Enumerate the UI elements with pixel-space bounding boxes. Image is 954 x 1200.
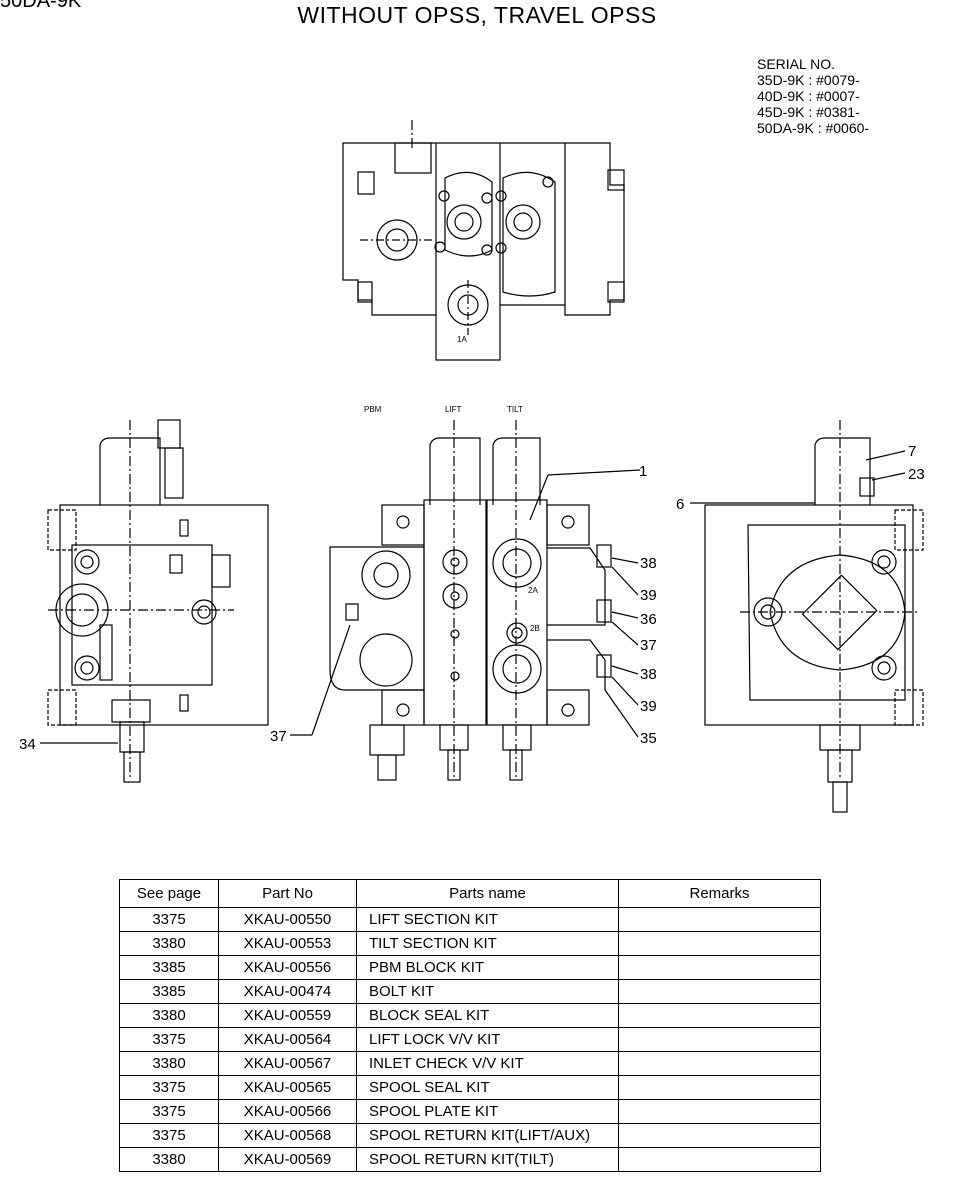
remarks-cell	[618, 955, 821, 980]
parts-name-cell: PBM BLOCK KIT	[356, 955, 619, 980]
serial-line: 35D-9K : #0079-	[757, 72, 860, 88]
section-label-pbm: PBM	[364, 405, 382, 414]
column-header: Remarks	[618, 879, 821, 908]
table-header-row: See page Part No Parts name Remarks	[119, 879, 821, 908]
see-page-cell: 3375	[119, 907, 219, 932]
part-no-cell: XKAU-00566	[218, 1099, 357, 1124]
part-no-cell: XKAU-00550	[218, 907, 357, 932]
front-view: PBM LIFT TILT	[329, 405, 612, 781]
remarks-cell	[618, 1123, 821, 1148]
remarks-cell	[618, 1003, 821, 1028]
remarks-cell	[618, 979, 821, 1004]
callout-number: 7	[908, 443, 916, 460]
parts-name-cell: SPOOL SEAL KIT	[356, 1075, 619, 1100]
part-no-cell: XKAU-00565	[218, 1075, 357, 1100]
part-no-cell: XKAU-00553	[218, 931, 357, 956]
parts-name-cell: SPOOL RETURN KIT(LIFT/AUX)	[356, 1123, 619, 1148]
callout-number: 6	[676, 496, 684, 513]
remarks-cell	[618, 1027, 821, 1052]
model-code: 50DA-9K	[0, 0, 82, 12]
parts-name-cell: LIFT LOCK V/V KIT	[356, 1027, 619, 1052]
callout-number: 23	[908, 466, 925, 483]
column-header: Part No	[218, 879, 357, 908]
parts-name-cell: INLET CHECK V/V KIT	[356, 1051, 619, 1076]
remarks-cell	[618, 1075, 821, 1100]
port-label: 1A	[457, 335, 467, 344]
serial-number-block: SERIAL NO. 35D-9K : #0079- 40D-9K : #000…	[757, 56, 869, 136]
callout-number: 37	[270, 728, 287, 745]
column-header: Parts name	[356, 879, 619, 908]
port-label: 2B	[530, 624, 540, 633]
serial-line: 45D-9K : #0381-	[757, 104, 860, 120]
part-no-cell: XKAU-00559	[218, 1003, 357, 1028]
left-side-view	[47, 419, 269, 783]
section-label-lift: LIFT	[445, 405, 462, 414]
parts-table: See page Part No Parts name Remarks 3375…	[119, 879, 821, 1172]
column-header: See page	[119, 879, 219, 908]
parts-name-cell: SPOOL RETURN KIT(TILT)	[356, 1147, 619, 1172]
callout-number: 37	[640, 637, 657, 654]
port-label: 2A	[528, 586, 538, 595]
see-page-cell: 3385	[119, 955, 219, 980]
callout-leaders	[40, 450, 906, 744]
remarks-cell	[618, 1099, 821, 1124]
callout-number: 38	[640, 666, 657, 683]
parts-name-cell: TILT SECTION KIT	[356, 931, 619, 956]
remarks-cell	[618, 1051, 821, 1076]
callout-number: 38	[640, 555, 657, 572]
parts-name-cell: LIFT SECTION KIT	[356, 907, 619, 932]
parts-name-cell: SPOOL PLATE KIT	[356, 1099, 619, 1124]
see-page-cell: 3375	[119, 1123, 219, 1148]
callout-number: 36	[640, 611, 657, 628]
see-page-cell: 3380	[119, 1147, 219, 1172]
top-view	[342, 120, 625, 361]
serial-line: 40D-9K : #0007-	[757, 88, 860, 104]
right-side-view	[704, 420, 924, 813]
see-page-cell: 3375	[119, 1075, 219, 1100]
part-no-cell: XKAU-00474	[218, 979, 357, 1004]
callout-number: 39	[640, 698, 657, 715]
see-page-cell: 3375	[119, 1099, 219, 1124]
see-page-cell: 3380	[119, 1003, 219, 1028]
serial-heading: SERIAL NO.	[757, 56, 836, 72]
remarks-cell	[618, 931, 821, 956]
see-page-cell: 3380	[119, 931, 219, 956]
page-title: WITHOUT OPSS, TRAVEL OPSS	[297, 2, 657, 28]
part-no-cell: XKAU-00556	[218, 955, 357, 980]
see-page-cell: 3385	[119, 979, 219, 1004]
parts-name-cell: BOLT KIT	[356, 979, 619, 1004]
part-no-cell: XKAU-00564	[218, 1027, 357, 1052]
callout-number: 35	[640, 730, 657, 747]
serial-line: 50DA-9K : #0060-	[757, 120, 870, 136]
part-no-cell: XKAU-00568	[218, 1123, 357, 1148]
see-page-cell: 3375	[119, 1027, 219, 1052]
remarks-cell	[618, 907, 821, 932]
valve-assembly-drawing: 1A PBM LIFT TILT	[19, 120, 925, 813]
callout-number: 39	[640, 587, 657, 604]
callout-number: 34	[19, 736, 36, 753]
see-page-cell: 3380	[119, 1051, 219, 1076]
callout-number: 1	[639, 463, 647, 480]
section-label-tilt: TILT	[507, 405, 523, 414]
parts-name-cell: BLOCK SEAL KIT	[356, 1003, 619, 1028]
remarks-cell	[618, 1147, 821, 1172]
part-no-cell: XKAU-00567	[218, 1051, 357, 1076]
part-no-cell: XKAU-00569	[218, 1147, 357, 1172]
